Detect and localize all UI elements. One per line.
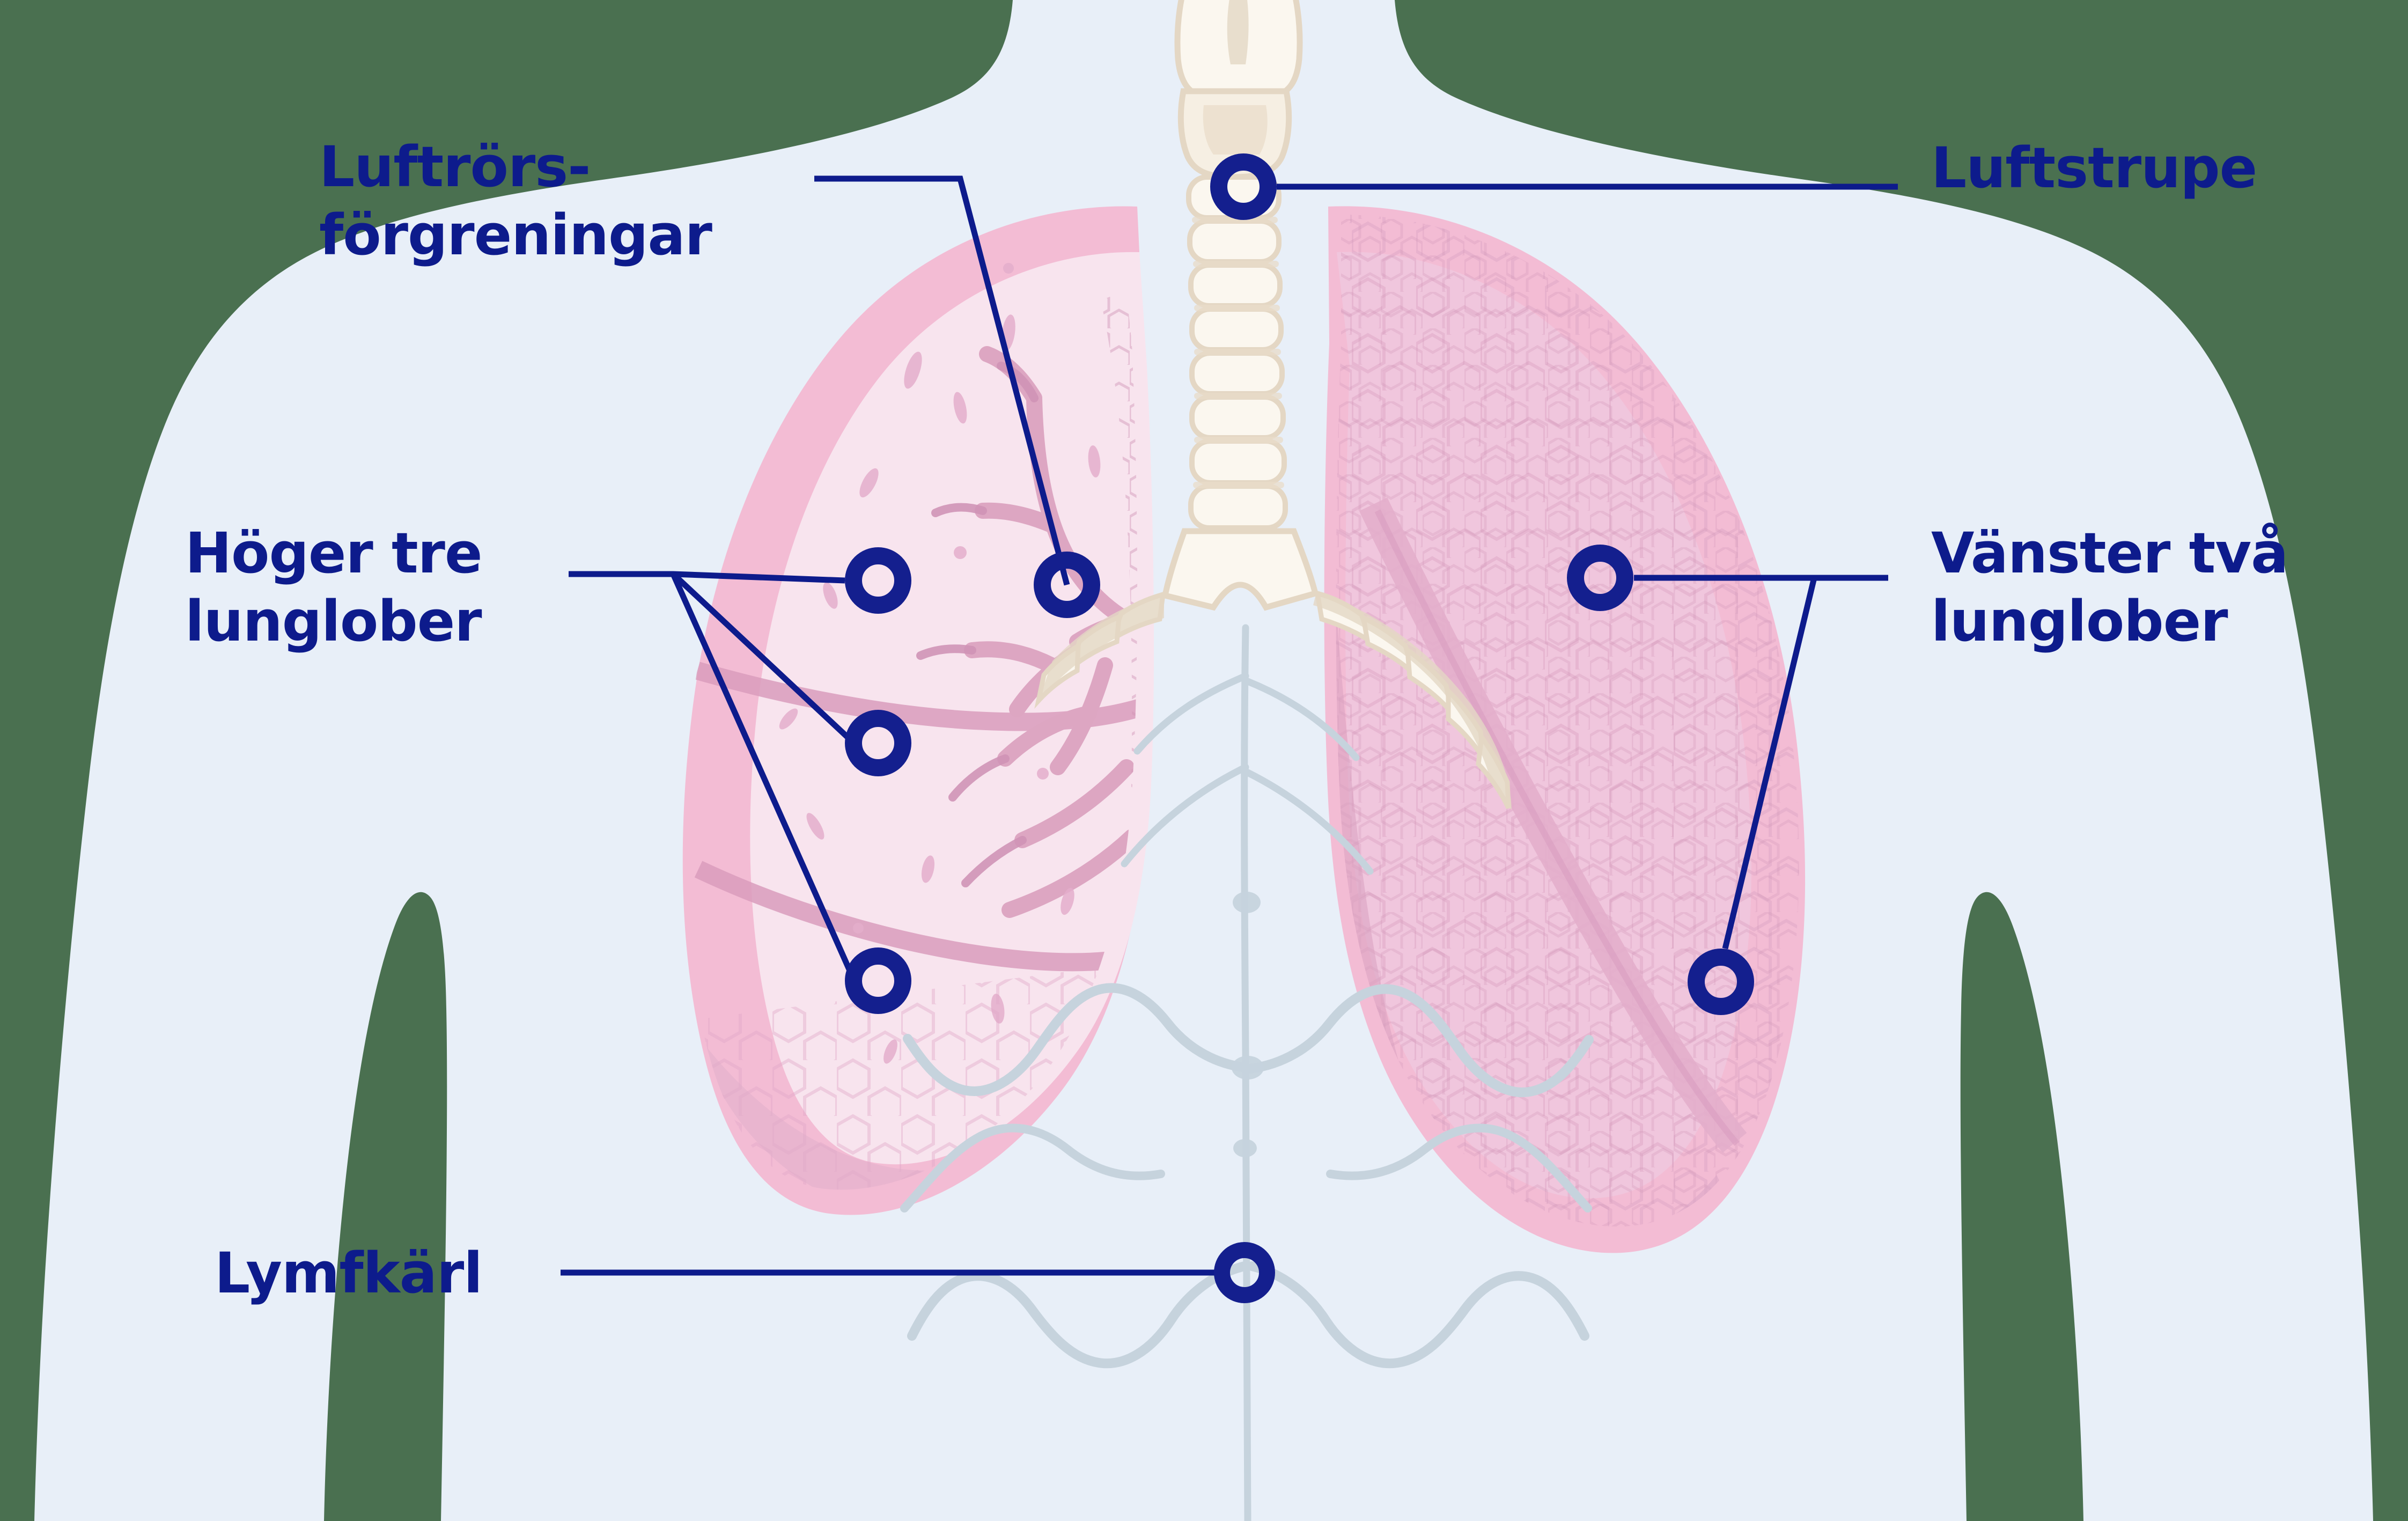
marker-left-upper — [1567, 545, 1633, 611]
trachea — [1034, 0, 1512, 810]
label-trachea: Luftstrupe — [1931, 135, 2257, 201]
leader-line-lobe-low — [670, 572, 855, 977]
label-right-lobes: Höger tre lunglober — [185, 520, 483, 654]
leader-lines — [561, 175, 1898, 1276]
leader-line-lobe-mid — [671, 571, 850, 740]
marker-trachea — [1210, 153, 1277, 220]
marker-lymph — [1214, 1242, 1275, 1303]
marker-left-lower — [1688, 949, 1754, 1015]
markers[interactable] — [845, 153, 1754, 1303]
lymph-vessels — [900, 624, 1594, 1521]
marker-lobe-lower — [845, 947, 911, 1014]
marker-bronchi — [1034, 552, 1100, 618]
label-lymph: Lymfkärl — [215, 1240, 483, 1306]
leader-line-left-low — [1722, 577, 1817, 950]
marker-lobe-middle — [845, 710, 911, 776]
marker-lobe-upper — [845, 547, 911, 614]
body-silhouette — [34, 0, 2373, 1521]
leader-line-bronchi — [814, 175, 1070, 586]
label-left-lobes: Vänster två lunglober — [1931, 520, 2288, 654]
label-bronchi: Luftrörs- förgreningar — [319, 134, 712, 268]
